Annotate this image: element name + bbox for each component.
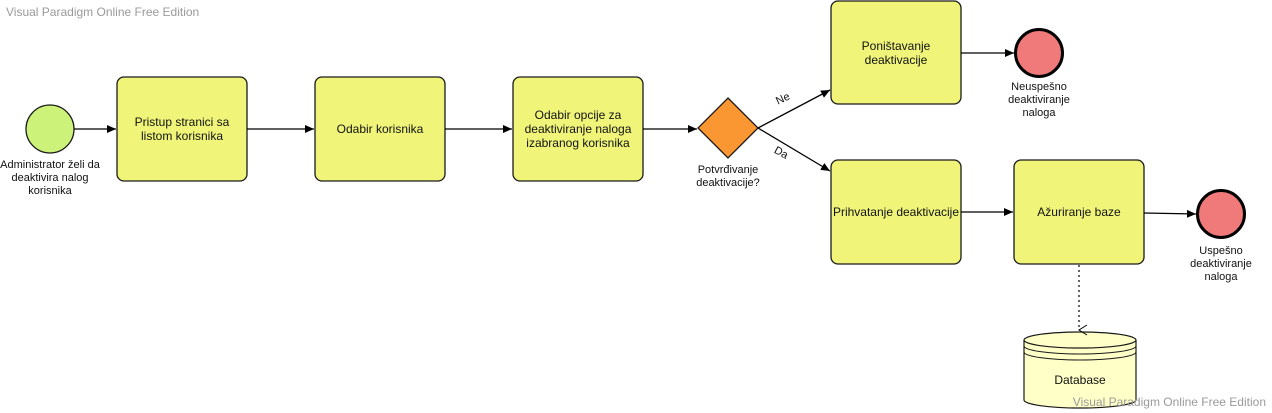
start-event-label: Administrator želi da deaktivira nalog k… [0, 159, 100, 197]
task-odabir-opcije-label: Odabir opcije za deaktiviranje naloga iz… [524, 108, 632, 150]
decision-gateway[interactable] [697, 97, 759, 159]
end-event-failure[interactable] [1014, 28, 1064, 78]
database-cylinder[interactable] [1023, 331, 1137, 409]
task-odabir-korisnika-label: Odabir korisnika [336, 122, 424, 136]
task-ponistavanje-label: Poništavanje deaktivacije [861, 38, 931, 67]
watermark-bottom: Visual Paradigm Online Free Edition [1072, 395, 1266, 409]
task-azuriranje[interactable] [1013, 159, 1145, 265]
end-event-success-label: Uspešno deaktiviranje naloga [1190, 245, 1252, 283]
watermark-top: Visual Paradigm Online Free Edition [6, 5, 200, 19]
end-event-success[interactable] [1196, 189, 1246, 239]
database-label: Database [1054, 373, 1106, 387]
task-pristup-label: Pristup stranici sa listom korisnika [134, 115, 230, 143]
task-azuriranje-label: Ažuriranje baze [1037, 205, 1121, 219]
start-event[interactable] [25, 104, 75, 154]
gateway-label: Potvrđivanje deaktivacije? [696, 164, 760, 189]
end-event-failure-label: Neuspešno deaktiviranje naloga [1008, 81, 1070, 119]
task-prihvatanje-label: Prihvatanje deaktivacije [832, 205, 960, 219]
flow-gateway-no[interactable] [757, 89, 831, 129]
flow-gateway-yes[interactable] [757, 127, 831, 172]
flow-azuriranje-to-end[interactable] [1143, 209, 1197, 218]
